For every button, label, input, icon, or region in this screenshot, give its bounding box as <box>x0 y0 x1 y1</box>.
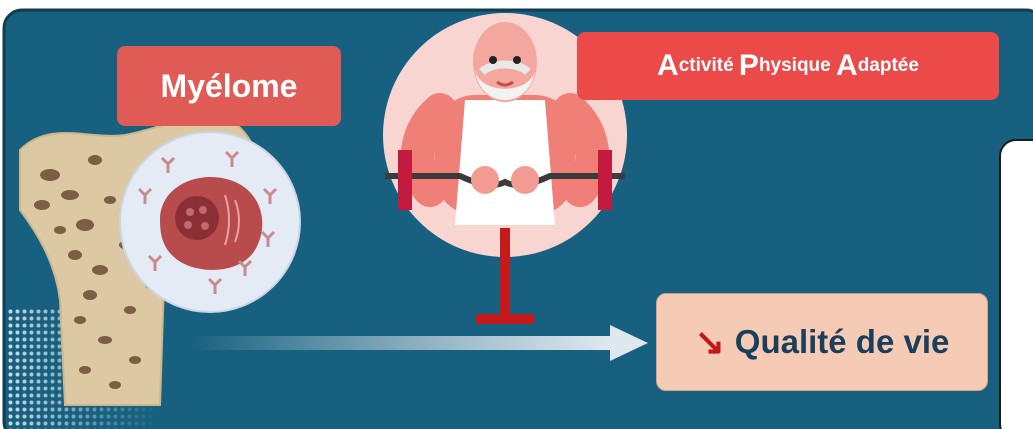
apa-rest-a1: ctivité <box>679 55 739 77</box>
myeloma-cell-icon <box>120 132 300 312</box>
apa-rest-p: hysique <box>759 55 836 77</box>
myelome-label: Myélome <box>117 46 341 126</box>
qualite-text: Qualité de vie <box>735 323 950 361</box>
side-card <box>1000 140 1033 429</box>
apa-initial-a1: A <box>657 49 679 83</box>
apa-initial-p: P <box>739 49 759 83</box>
decrease-arrow-icon: ↘ <box>695 321 725 363</box>
apa-initial-a2: A <box>836 49 858 83</box>
apa-rest-a2: daptée <box>858 55 919 77</box>
qualite-de-vie-label: ↘ Qualité de vie <box>656 293 988 391</box>
myelome-text: Myélome <box>161 68 298 105</box>
